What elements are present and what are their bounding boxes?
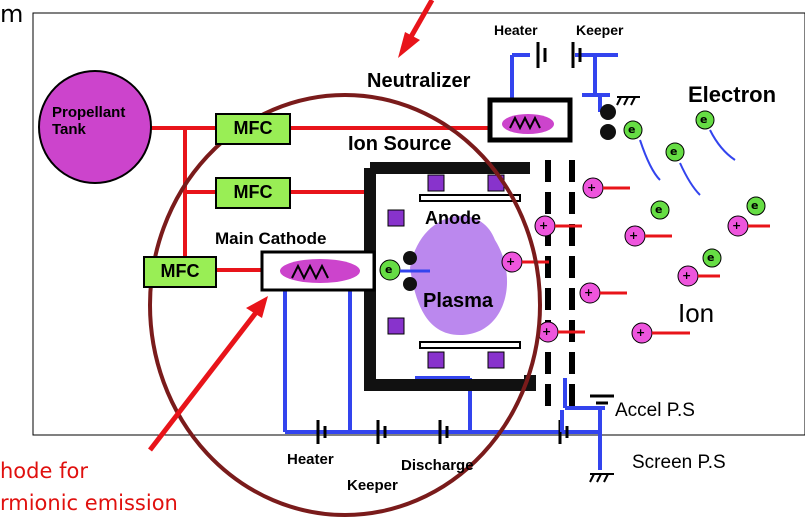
mfc-box-1: MFC (215, 113, 291, 145)
anode-top (419, 194, 521, 202)
neutralizer-port-2 (600, 124, 616, 140)
anode-label: Anode (425, 208, 481, 228)
main-cathode-filament (291, 263, 329, 281)
ion-glyph: + (539, 219, 549, 232)
plasma-cloud (410, 215, 508, 335)
propellant-tank-label: Propellant Tank (52, 104, 126, 138)
frame-mask-left (0, 436, 33, 518)
heater-top-label: Heater (494, 22, 538, 38)
neutralizer-filament (509, 115, 541, 131)
top-cut-text: m (0, 0, 24, 28)
electrons (623, 110, 766, 268)
arrow-to-neutralizer-head (398, 32, 420, 58)
ion-glyph: + (542, 325, 552, 338)
screen-ps-label: Screen P.S (632, 452, 726, 473)
ion-glyph: + (636, 326, 646, 339)
electrical-lines (283, 53, 618, 470)
neutralizer-label: Neutralizer (367, 70, 471, 92)
electron-glyph: e (628, 123, 636, 136)
annotation-line-1: hode for (0, 459, 88, 483)
electron-glyph: e (655, 203, 663, 216)
ion-glyph: + (682, 269, 692, 282)
annotation-line-2: rmionic emission (0, 491, 178, 515)
keeper-top-label: Keeper (576, 22, 624, 38)
highlight-circle (148, 93, 542, 517)
propellant-tank (38, 70, 152, 184)
ion-glyph: + (584, 286, 594, 299)
mfc-box-3: MFC (143, 256, 217, 288)
ion-glyph: + (629, 229, 639, 242)
accel-ps-label: Accel P.S (615, 400, 695, 421)
keeper-dot-1 (403, 251, 417, 265)
arrow-to-cathode (148, 308, 260, 452)
ion-glyph: + (587, 181, 597, 194)
arrow-to-cathode-head (246, 296, 268, 318)
plasma-label: Plasma (423, 290, 494, 312)
propellant-lines (150, 126, 490, 272)
electron-glyph: e (751, 199, 759, 212)
ion-label: Ion (678, 298, 715, 328)
electron-glyph: e (670, 145, 678, 158)
ground-symbols (589, 96, 640, 483)
keeper-bottom-label: Keeper (347, 477, 398, 494)
electron-glyph: e (707, 251, 715, 264)
electron-glyph: e (700, 113, 708, 126)
keeper-dot-2 (403, 277, 417, 291)
mfc-box-2: MFC (215, 177, 291, 209)
anode-bottom (419, 341, 521, 349)
electron-label: Electron (688, 82, 777, 107)
electron-paths (639, 129, 736, 196)
ion-source-label: Ion Source (348, 133, 452, 155)
electron-glyph: e (385, 263, 393, 276)
discharge-label: Discharge (401, 457, 474, 474)
heater-bottom-label: Heater (287, 451, 334, 468)
main-cathode-label: Main Cathode (215, 229, 327, 248)
image-frame (32, 12, 805, 436)
ion-glyph: + (732, 219, 742, 232)
ion-glyph: + (506, 255, 516, 268)
arrow-to-neutralizer (405, 0, 435, 44)
battery-symbols (316, 42, 614, 444)
neutralizer-port-1 (600, 104, 616, 120)
